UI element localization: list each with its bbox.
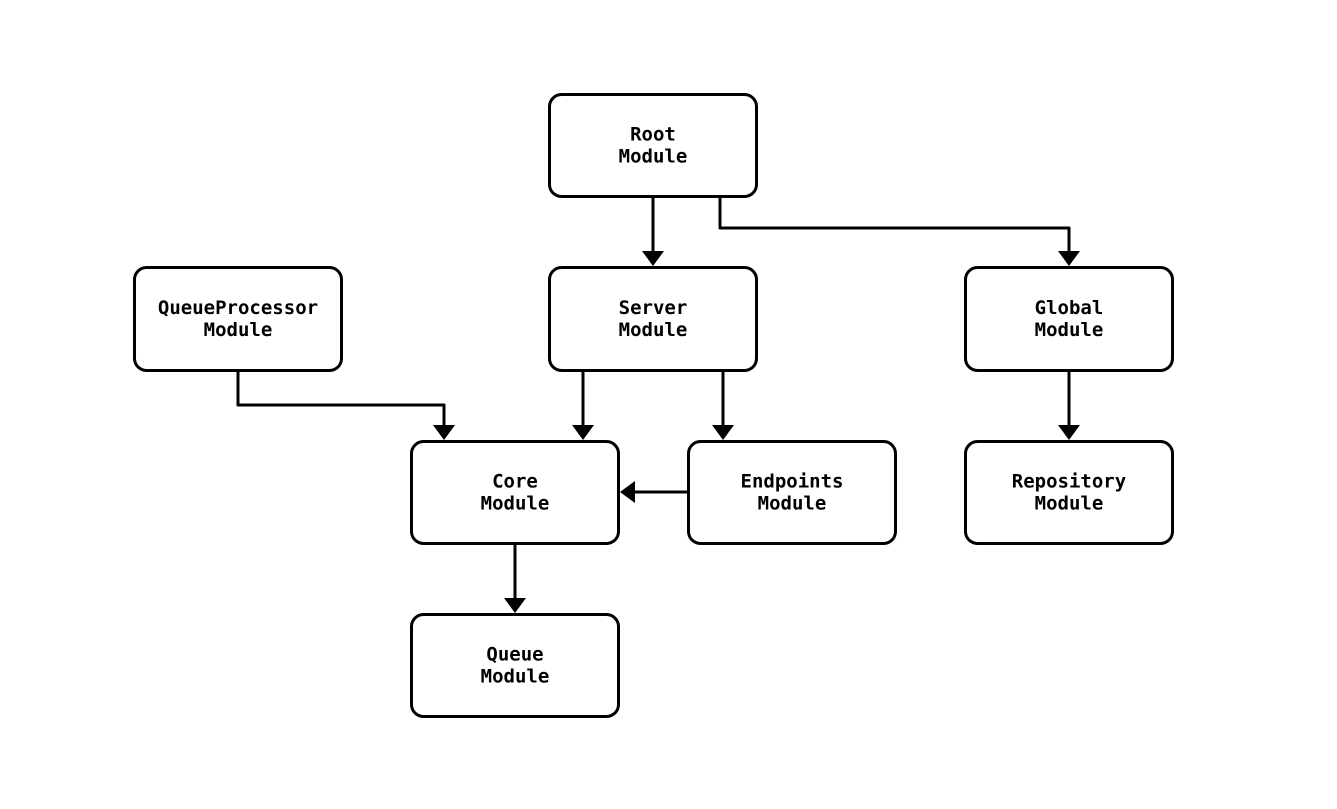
global-module-label-line2: Module [1035,319,1104,341]
core-module-label-line2: Module [481,492,550,514]
repository-module-label-line2: Module [1035,492,1104,514]
edge-endpoints-to-core-arrowhead [620,481,635,503]
edge-root-to-global-line [718,198,1071,252]
edge-queueprocessor-to-core [236,372,455,440]
queueprocessor-module-label-line1: QueueProcessor [158,297,318,319]
queue-module-label-line1: Queue [486,643,543,665]
edges-layer [236,198,1080,613]
edge-endpoints-to-core [620,481,687,503]
repository-module-box[interactable] [964,440,1174,545]
edge-root-to-server [642,198,664,266]
repository-module-label-line1: Repository [1012,470,1126,492]
server-module-box[interactable] [548,266,758,372]
root-module-label-line1: Root [630,123,676,145]
server-module-label-line1: Server [619,297,688,319]
global-module-label-line1: Global [1035,297,1104,319]
endpoints-module-label-line1: Endpoints [741,470,844,492]
core-module-label-line1: Core [492,470,538,492]
edge-queueprocessor-to-core-arrowhead [433,425,455,440]
edge-root-to-global [718,198,1080,266]
edge-root-to-global-arrowhead [1058,251,1080,266]
endpoints-module-box[interactable] [687,440,897,545]
endpoints-module-label-line2: Module [758,492,827,514]
edge-global-to-repository-arrowhead [1058,425,1080,440]
edge-server-to-core-arrowhead [572,425,594,440]
edge-server-to-endpoints [712,372,734,440]
edge-queueprocessor-to-core-line [236,372,446,426]
global-module-box[interactable] [964,266,1174,372]
queueprocessor-module-box[interactable] [133,266,343,372]
root-module-label-line2: Module [619,145,688,167]
server-module-label-line2: Module [619,319,688,341]
core-module-box[interactable] [410,440,620,545]
queue-module-label-line2: Module [481,665,550,687]
edge-root-to-server-arrowhead [642,251,664,266]
queueprocessor-module-label-line2: Module [204,319,273,341]
edge-server-to-endpoints-arrowhead [712,425,734,440]
root-module-box[interactable] [548,93,758,198]
edge-global-to-repository [1058,372,1080,440]
queue-module-box[interactable] [410,613,620,718]
edge-core-to-queue [504,545,526,613]
edge-core-to-queue-arrowhead [504,598,526,613]
edge-server-to-core [572,372,594,440]
